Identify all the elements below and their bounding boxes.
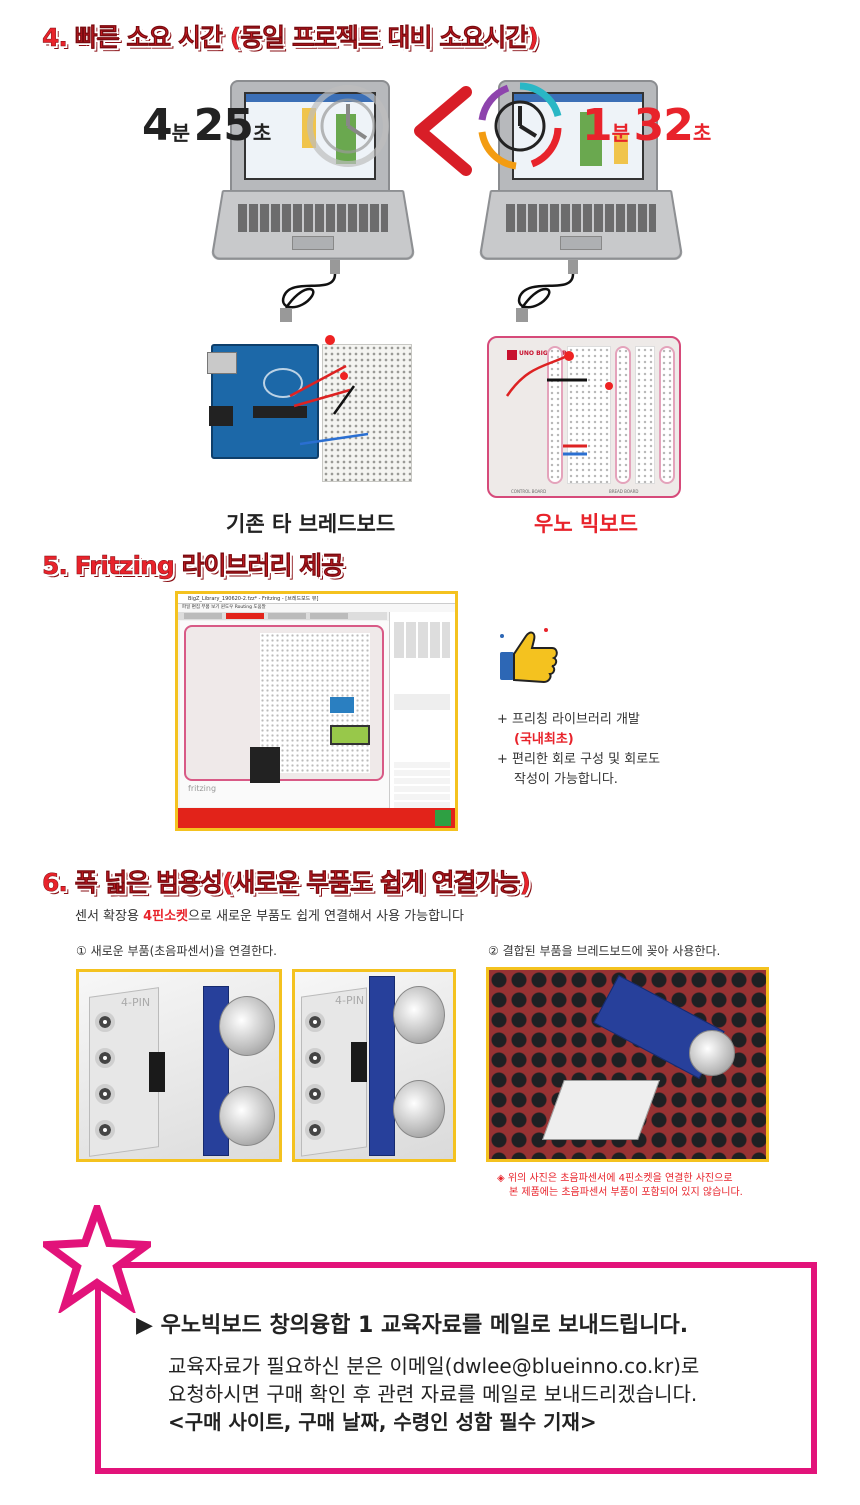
star-icon	[43, 1205, 151, 1313]
new-time: 1분 32초	[582, 100, 711, 151]
contact-line3: <구매 사이트, 구매 날짜, 수령인 성함 필수 기재>	[168, 1410, 597, 1434]
timer-icon-left	[307, 85, 389, 167]
fritzing-bottom-toolbar[interactable]	[178, 808, 455, 828]
bigboard-wires	[505, 351, 613, 456]
usb-cable-right	[516, 260, 578, 322]
old-board-label: 기존 타 브레드보드	[226, 512, 396, 536]
fritzing-canvas[interactable]	[180, 621, 390, 807]
fritzing-window: BigZ_Library_190620-2.fzz* - Fritzing - …	[175, 591, 458, 831]
fritzing-brand: fritzing	[188, 784, 217, 793]
benefit-list: + 프리칭 라이브러리 개발 (국내최초) + 편리한 회로 구성 및 회로도 …	[497, 712, 661, 787]
fritzing-route-button[interactable]	[435, 810, 451, 826]
fritzing-menu[interactable]: 파일 편집 부품 보기 윈도우 Routing 도움말	[178, 604, 455, 612]
fritzing-window-title: BigZ_Library_190620-2.fzz* - Fritzing - …	[188, 596, 319, 602]
less-than-icon	[414, 86, 472, 176]
contact-line2: 요청하시면 구매 확인 후 관련 자료를 메일로 보내드리겠습니다.	[168, 1382, 698, 1406]
step2-label: ② 결합된 부품을 브레드보드에 꽂아 사용한다.	[488, 944, 721, 958]
old-time: 4분 25초	[142, 100, 271, 151]
photo-sensor-on-board	[486, 967, 769, 1162]
section6-description: 센서 확장용 4핀소켓으로 새로운 부품도 쉽게 연결해서 사용 가능합니다	[75, 909, 464, 924]
photo-sensor-detached: 4-PIN	[76, 969, 282, 1162]
fritzing-parts-panel[interactable]	[389, 612, 455, 808]
photo-note: ◈ 위의 사진은 초음파센서에 4핀소켓을 연결한 사진으로 본 제품에는 초음…	[497, 1173, 743, 1198]
section6-title: 6. 폭 넓은 범용성(새로운 부품도 쉽게 연결가능)	[42, 868, 531, 898]
contact-line1: 교육자료가 필요하신 분은 이메일(dwlee@blueinno.co.kr)로	[168, 1354, 700, 1378]
arduino-board	[207, 344, 319, 459]
breadboard-small	[322, 344, 412, 482]
thumbs-up-icon	[500, 628, 558, 684]
old-board-wires	[289, 335, 369, 446]
timer-icon-right	[478, 82, 562, 170]
photo-sensor-attached: 4-PIN	[292, 969, 456, 1162]
step1-label: ① 새로운 부품(초음파센서)을 연결한다.	[76, 944, 277, 958]
section5-title: 5. Fritzing 라이브러리 제공	[42, 551, 345, 581]
section4-title: 4. 빠른 소요 시간 (동일 프로젝트 대비 소요시간)	[42, 23, 539, 53]
new-board-label: 우노 빅보드	[534, 512, 638, 536]
usb-cable-left	[280, 260, 340, 322]
contact-headline: ▶ 우노빅보드 창의융합 1 교육자료를 메일로 보내드립니다.	[136, 1313, 689, 1338]
contact-box	[95, 1262, 817, 1474]
laptop-left	[210, 80, 416, 260]
